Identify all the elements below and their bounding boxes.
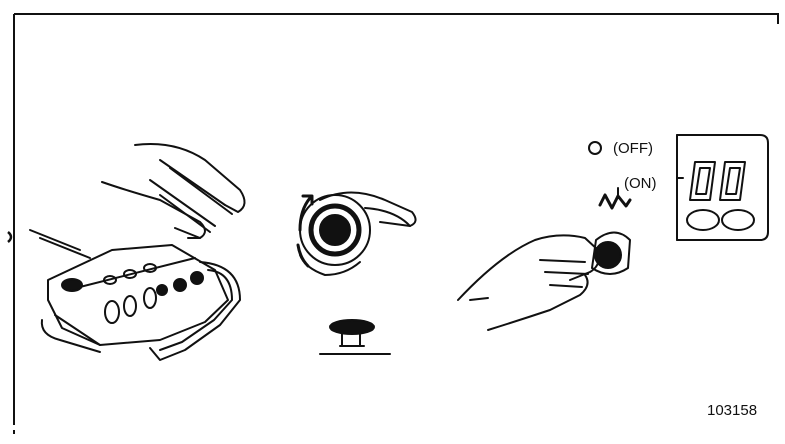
on-position-label: (ON): [624, 176, 657, 191]
figure-number: 103158: [707, 403, 757, 418]
rotating-knob-icon: [298, 193, 416, 276]
hand-turning-switch-icon: [458, 142, 630, 330]
knob-side-view-icon: [320, 320, 390, 354]
two-digit-display-icon: [677, 135, 768, 240]
edge-marker: [8, 232, 11, 242]
off-position-label: (OFF): [613, 141, 653, 156]
hand-touching-cluster-icon: [30, 144, 245, 360]
